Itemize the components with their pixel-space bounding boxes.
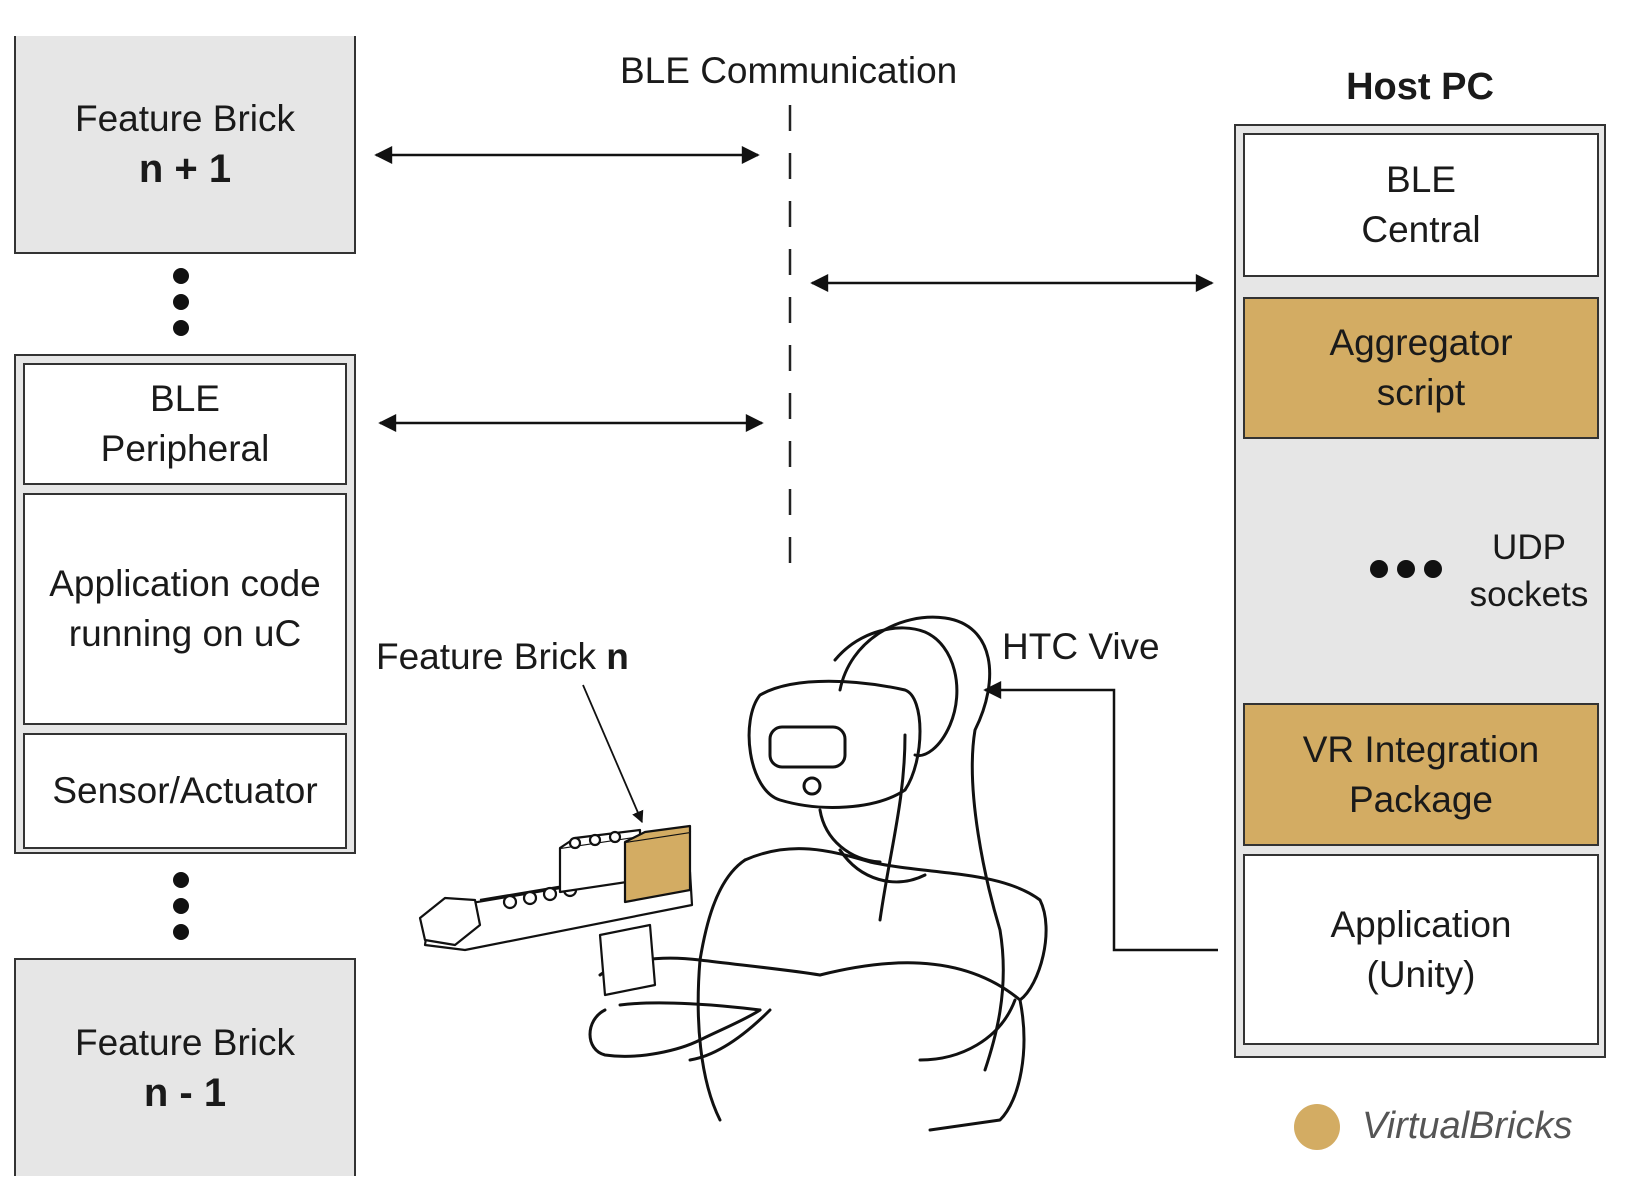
vr-package-line2: Package <box>1349 778 1493 820</box>
ellipsis-dot <box>173 872 189 888</box>
htc-vive-label: HTC Vive <box>1002 626 1160 667</box>
ble-peripheral-box: BLE Peripheral <box>23 363 347 485</box>
feature-brick-n-bold: n <box>606 636 629 677</box>
aggregator-script-box: Aggregator script <box>1243 297 1599 439</box>
feature-brick-bottom-index: n - 1 <box>143 1071 227 1115</box>
udp-ellipsis-dot <box>1397 560 1415 578</box>
person-illustration <box>588 615 1048 1132</box>
application-code-line1: Application code <box>49 563 321 604</box>
application-line2: (Unity) <box>1366 953 1476 995</box>
ble-peripheral-line2: Peripheral <box>100 428 270 469</box>
feature-brick-top: Feature Brick n + 1 <box>14 36 356 254</box>
application-line1: Application <box>1330 903 1512 945</box>
sensor-actuator-label: Sensor/Actuator <box>52 770 318 811</box>
aggregator-line1: Aggregator <box>1329 322 1513 363</box>
udp-ellipsis-dot <box>1424 560 1442 578</box>
host-pc-box: BLE Central Aggregator script UDP socket… <box>1234 124 1606 1058</box>
brick-n-pointer <box>582 684 644 824</box>
udp-line2: sockets <box>1469 575 1589 614</box>
feature-brick-top-index: n + 1 <box>138 147 232 191</box>
feature-brick-n: BLE Peripheral Application code running … <box>14 354 356 854</box>
application-unity-box: Application (Unity) <box>1243 854 1599 1045</box>
udp-sockets-label: UDP sockets <box>1464 524 1594 618</box>
ble-communication-label: BLE Communication <box>620 50 958 91</box>
ellipsis-dot <box>173 898 189 914</box>
udp-ellipsis-dot <box>1370 560 1388 578</box>
legend-label: VirtualBricks <box>1362 1105 1573 1147</box>
host-pc-title: Host PC <box>1346 66 1494 108</box>
feature-brick-n-prefix: Feature Brick <box>376 636 607 677</box>
legend-swatch <box>1294 1104 1340 1150</box>
ellipsis-dot <box>173 268 189 284</box>
ellipsis-dot <box>173 924 189 940</box>
feature-brick-n-label: Feature Brick n <box>376 632 629 682</box>
ble-central-line2: Central <box>1361 209 1481 250</box>
brick-gun-illustration <box>418 824 694 997</box>
ble-central-box: BLE Central <box>1243 133 1599 277</box>
application-code-box: Application code running on uC <box>23 493 347 725</box>
feature-brick-top-title: Feature Brick <box>74 98 295 139</box>
ellipsis-dot <box>173 294 189 310</box>
ble-peripheral-line1: BLE <box>150 378 220 419</box>
udp-line1: UDP <box>1492 528 1566 567</box>
feature-brick-bottom-title: Feature Brick <box>74 1022 295 1063</box>
htc-connector <box>983 681 1218 952</box>
ble-central-line1: BLE <box>1386 159 1456 200</box>
sensor-actuator-box: Sensor/Actuator <box>23 733 347 849</box>
vr-integration-package-box: VR Integration Package <box>1243 703 1599 846</box>
vr-package-line1: VR Integration <box>1302 728 1540 770</box>
feature-brick-bottom: Feature Brick n - 1 <box>14 958 356 1176</box>
ellipsis-dot <box>173 320 189 336</box>
application-code-line2: running on uC <box>68 613 302 654</box>
aggregator-line2: script <box>1376 372 1466 413</box>
